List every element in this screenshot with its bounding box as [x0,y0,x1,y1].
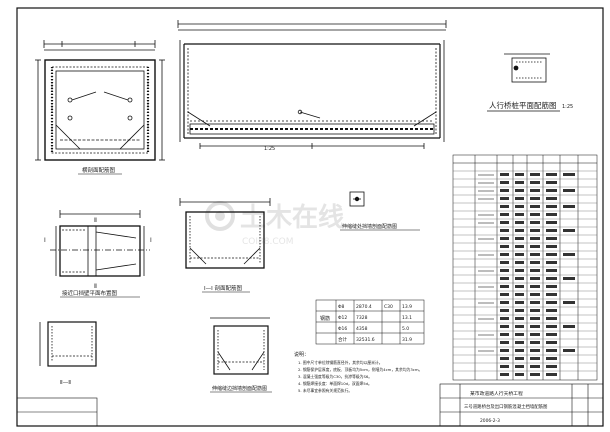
entrance-plan-drawing [50,210,150,277]
plan-drawing [177,20,447,149]
summary-cell: 5.0 [402,326,409,332]
roman-label-2: Ⅰ [150,237,152,244]
summary-cell: Φ12 [338,315,347,321]
note-item: 3. 混凝土强度等级为C30，抗渗等级为S6。 [298,374,372,379]
entrance-plan-title: 接近口挡壁平面布置图 [62,289,118,297]
note-item: 5. 未尽事宜参照有关规范执行。 [298,388,352,393]
title-block-project: 某市政道路人行天桥工程 [470,390,523,397]
joint-detail-drawing [349,191,365,207]
summary-cell: 4358 [356,326,368,332]
sheet-border [16,7,604,427]
main-section-drawing [35,40,165,161]
notes-title: 说明： [294,351,309,358]
summary-cell: 31.9 [402,337,412,343]
rebar-schedule-table [452,154,598,381]
title-block [16,383,604,427]
title-block-code: 2006-2-3 [480,418,500,424]
summary-cell: 2870.4 [356,304,372,310]
summary-table [315,299,425,345]
note-item: 1. 图中尺寸单位除钢筋直径外，其余均以厘米计。 [298,360,383,365]
joint-detail-title: 伸缩缝处挡墙剖面配筋图 [342,223,397,230]
rebar-schedule-rows [453,170,597,372]
note-item: 2. 钢筋保护层厚度，底板、顶板均为5cm，侧墙为4cm，其余均为3cm。 [298,367,422,372]
summary-cell: C30 [384,304,393,310]
summary-cell: 合计 [338,336,347,343]
section-2-title: Ⅱ—Ⅱ [60,380,71,386]
summary-cell: 32531.6 [356,337,375,343]
main-section-title: 横剖面配筋图 [82,166,116,174]
roman-label-3: Ⅱ [94,217,97,224]
top-detail-drawing [210,317,270,375]
summary-cell: 13.9 [402,304,412,310]
top-detail-title: 伸缩缝边挡墙剖面配筋图 [212,385,267,392]
rebar-schedule-sketches [478,174,494,352]
roman-label-4: Ⅱ [94,283,97,290]
watermark-logo: 土木在线 COI88.COM [205,201,344,247]
summary-cell: Φ16 [338,326,347,332]
rebar-schedule-text-marks [500,173,575,376]
summary-cell: Φ8 [338,304,345,310]
plan-scale: 1:25 [562,104,573,110]
summary-cell: 13.1 [402,315,412,321]
section-1-drawing [179,198,271,269]
plan-title: 人行桥桩平面配筋图 [489,100,557,110]
roman-label-1: Ⅰ [44,237,46,244]
title-block-drawing-name: 三号道路桥台及出口钢筋混凝土挡墙配筋图 [464,403,548,410]
summary-cell: 7328 [356,315,368,321]
summary-table-cells: Φ8 2870.4 C30 13.9 Φ12 7328 13.1 Φ16 435… [338,304,412,343]
plan-dim-label: 1:25 [264,146,275,152]
section-1-title: Ⅰ—Ⅰ 剖面配筋图 [204,284,242,292]
notes-list: 1. 图中尺寸单位除钢筋直径外，其余均以厘米计。 2. 钢筋保护层厚度，底板、顶… [298,360,422,393]
watermark-sub: COI88.COM [242,237,293,247]
summary-row-label: 钢筋 [320,315,330,322]
section-2-drawing [39,321,97,367]
small-detail-drawing [504,53,550,83]
watermark-text: 土木在线 [240,203,344,233]
note-item: 4. 钢筋焊接长度：单面焊10d，双面焊5d。 [298,381,372,386]
